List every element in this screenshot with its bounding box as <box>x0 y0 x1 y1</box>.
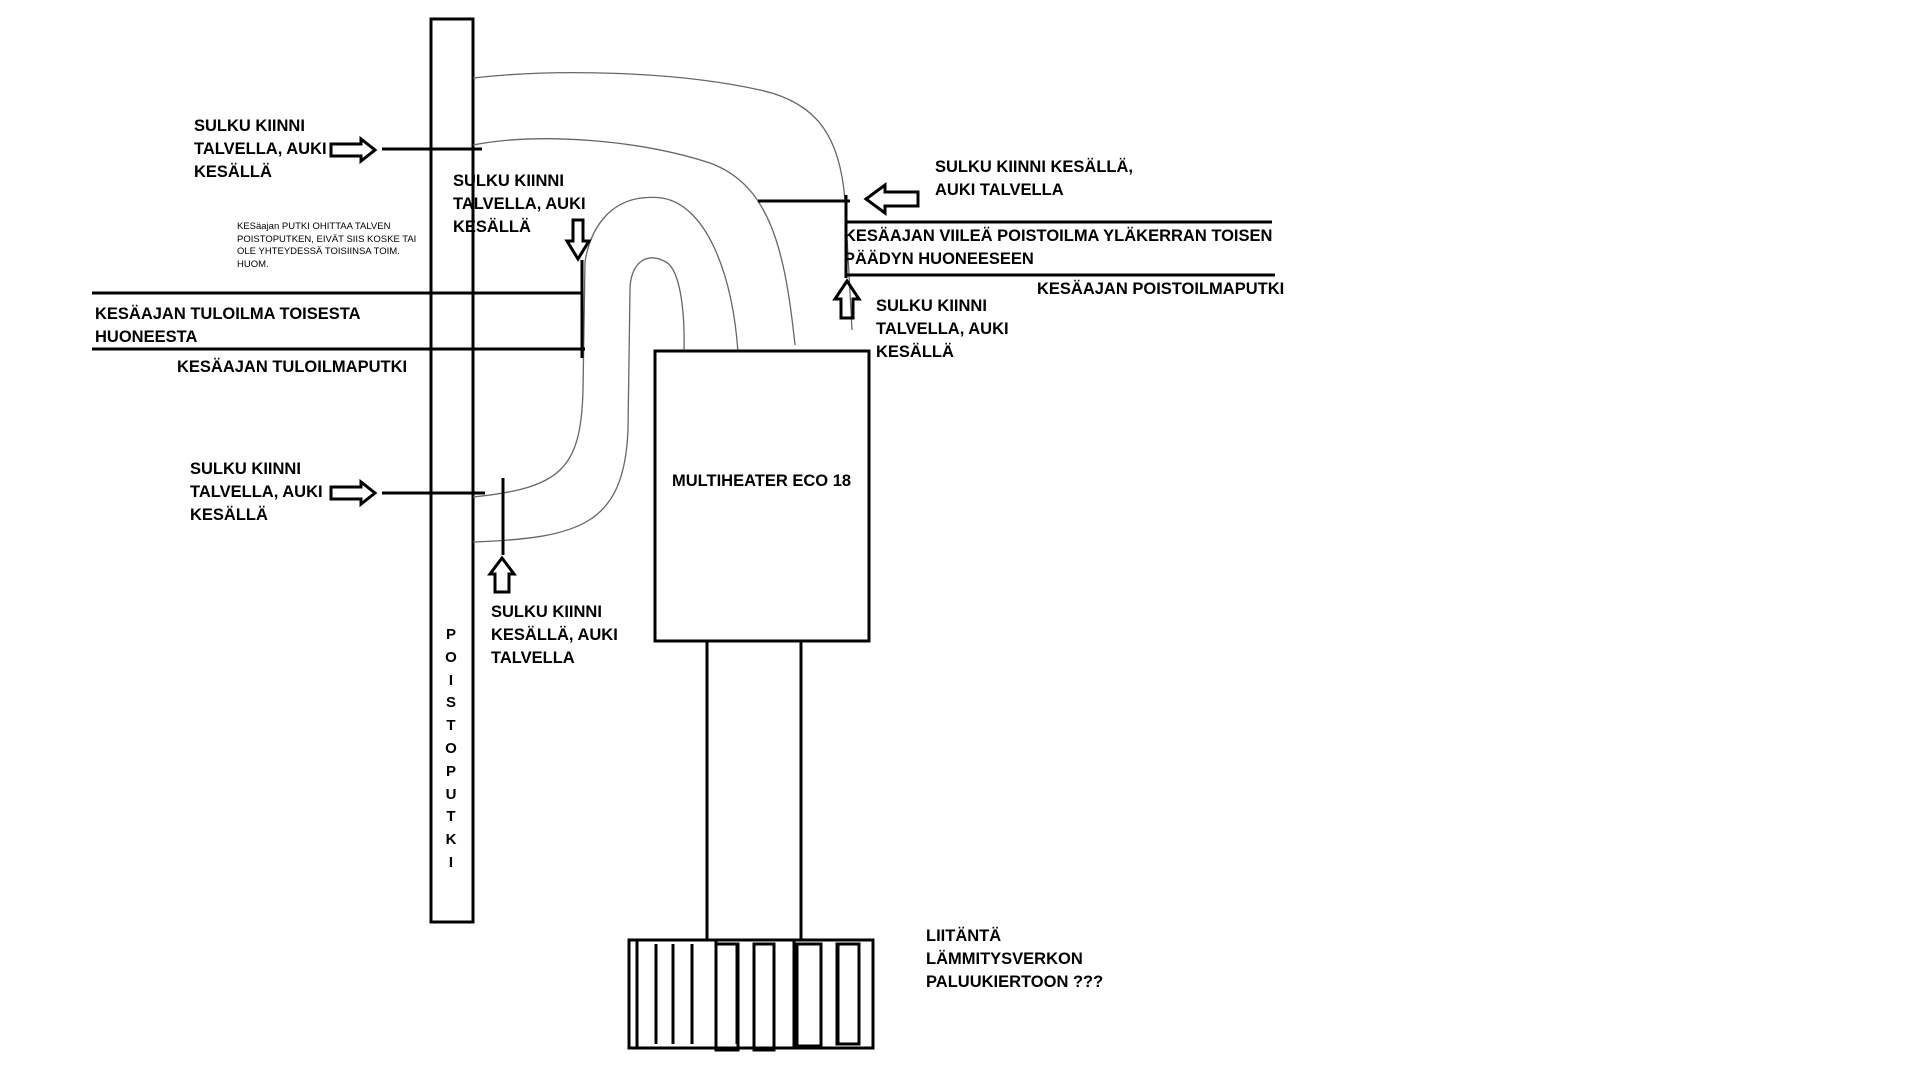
exhaust-pipe-vertical <box>429 17 475 924</box>
damper-label-bottom-left: SULKU KIINNI TALVELLA, AUKI KESÄLLÄ <box>190 460 323 524</box>
damper-label-right-lower: SULKU KIINNI TALVELLA, AUKI KESÄLLÄ <box>876 297 1009 361</box>
summer-supply-pipe-label: KESÄAJAN TULOILMAPUTKI <box>177 358 408 376</box>
arrow-down-middle <box>564 218 592 262</box>
heater-name: MULTIHEATER ECO 18 <box>672 472 852 490</box>
radiator-block <box>627 938 875 1052</box>
arrow-up-bottom <box>487 555 517 594</box>
radiator-connection-label: LIITÄNTÄ LÄMMITYSVERKON PALUUKIERTOON ??… <box>926 927 1104 991</box>
damper-label-top-right: SULKU KIINNI KESÄLLÄ, AUKI TALVELLA <box>935 158 1133 199</box>
arrow-left-top-right <box>863 182 920 216</box>
arrow-right-top-left <box>329 135 378 165</box>
curved-duct-outer-bottom <box>472 138 796 346</box>
summer-bypass-note: KESäajan PUTKI OHITTAA TALVEN POISTOPUTK… <box>237 221 417 270</box>
bypass-duct-inner <box>472 257 685 543</box>
summer-supply-room-label: KESÄAJAN TULOILMA TOISESTA HUONEESTA <box>95 305 361 346</box>
bypass-duct-outer <box>472 196 739 498</box>
arrow-right-bottom-left <box>329 478 378 508</box>
summer-exhaust-pipe-label: KESÄAJAN POISTOILMAPUTKI <box>1037 280 1285 298</box>
summer-exhaust-room-label: KESÄAJAN VIILEÄ POISTOILMA YLÄKERRAN TOI… <box>844 227 1273 268</box>
damper-label-bottom-middle: SULKU KIINNI KESÄLLÄ, AUKI TALVELLA <box>491 603 618 667</box>
arrow-up-right <box>832 278 862 320</box>
curved-duct-outer-top <box>472 72 853 331</box>
damper-label-top-left: SULKU KIINNI TALVELLA, AUKI KESÄLLÄ <box>194 117 327 181</box>
exhaust-pipe-vertical-label: P O I S T O P U T K I <box>445 626 457 871</box>
heater-unit <box>653 349 871 643</box>
damper-label-top-middle: SULKU KIINNI TALVELLA, AUKI KESÄLLÄ <box>453 172 586 236</box>
